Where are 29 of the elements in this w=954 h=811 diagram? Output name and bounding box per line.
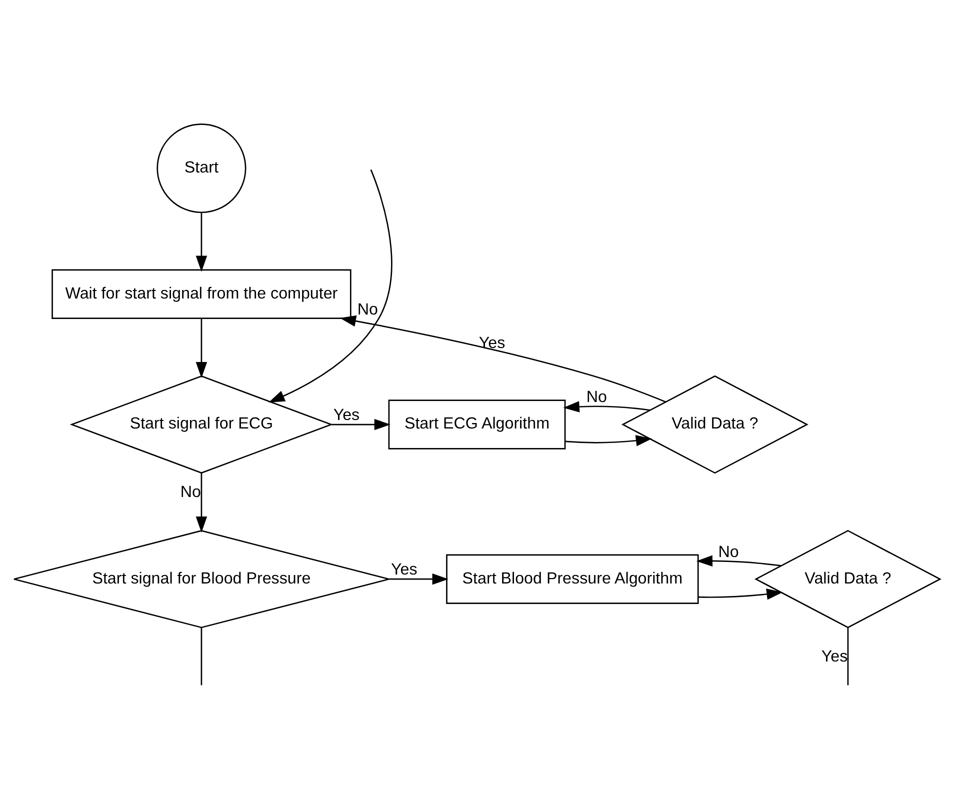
arrow (563, 401, 650, 412)
edge-label: Yes (391, 560, 418, 579)
node-diamond: Start signal for ECG (70, 375, 334, 474)
arrow (196, 212, 208, 272)
arrow (268, 169, 392, 403)
connector (847, 628, 849, 686)
node-diamond: Start signal for Blood Pressure (13, 530, 390, 628)
arrow (696, 555, 781, 567)
edge-label: Yes (333, 406, 360, 424)
node-diamond: Valid Data ? (754, 530, 942, 628)
edge-label: No (586, 388, 607, 406)
edge-label: No (180, 483, 202, 502)
node-box: Start Blood Pressure Algorithm (446, 554, 699, 604)
edge-label: Yes (821, 647, 848, 666)
node-box: Wait for start signal from the computer (52, 269, 352, 320)
node-box: Start ECG Algorithm (388, 400, 566, 450)
arrow (698, 588, 783, 600)
node-circle: Start (156, 123, 246, 214)
arrow (389, 573, 448, 585)
edge-label: No (357, 300, 378, 319)
connector (200, 628, 202, 686)
node-diamond: Valid Data ? (621, 375, 808, 474)
arrow (340, 315, 666, 402)
arrow (565, 435, 652, 446)
edge-label: Yes (478, 334, 506, 352)
arrow (196, 473, 208, 533)
edge-label: No (718, 543, 739, 562)
arrow (196, 318, 208, 378)
arrow (332, 418, 390, 430)
